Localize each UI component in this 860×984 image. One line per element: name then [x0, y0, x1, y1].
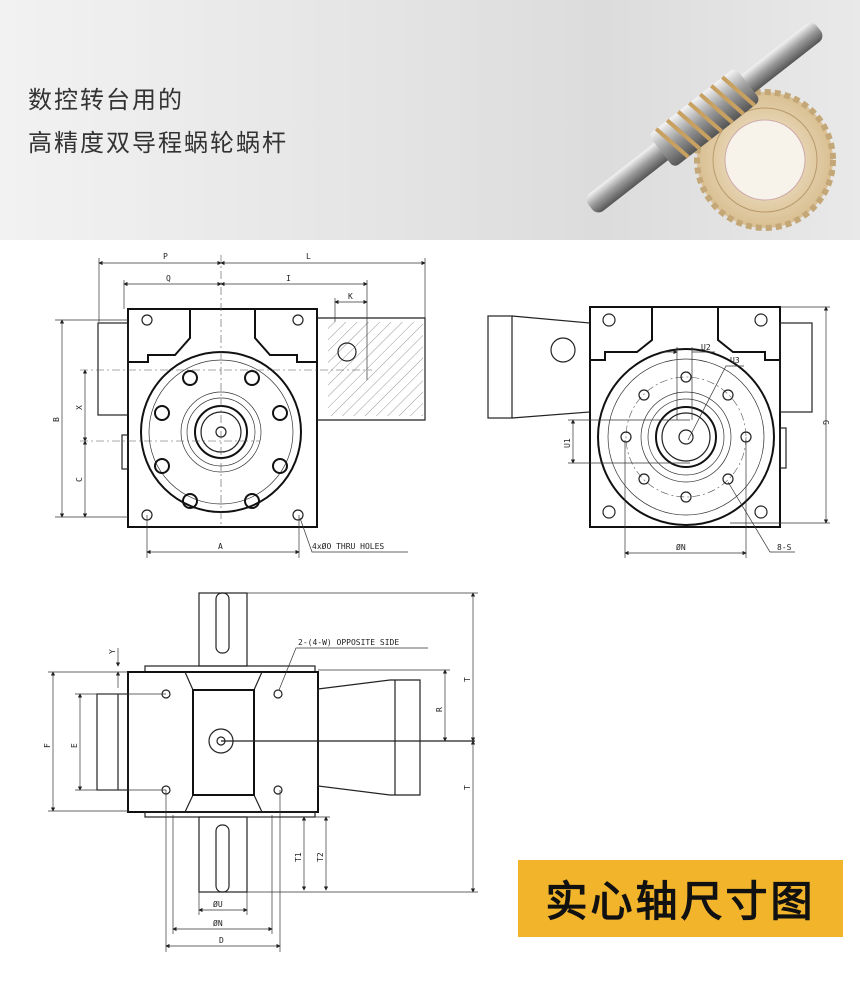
dim-label-r: R: [435, 707, 444, 712]
worm-shaft: [586, 23, 823, 213]
dim-label-i: I: [286, 274, 291, 283]
dim-label-a: A: [218, 542, 223, 551]
dim-label-u: ØU: [213, 899, 223, 909]
thru-holes-note: 4xØO THRU HOLES: [312, 541, 384, 551]
dim-label-u3: U3: [730, 356, 740, 365]
side-view: G U1 U2 U3 ØN 8-S: [487, 306, 830, 558]
dim-label-g: G: [821, 420, 830, 425]
dim-label-t-upper: T: [463, 677, 472, 682]
bolt-circle: [154, 370, 288, 509]
worm-wheel: [694, 89, 836, 231]
bolt-holes: [620, 371, 752, 503]
worm-gear-illustration: [586, 23, 836, 231]
dim-label-u2: U2: [701, 343, 711, 352]
mount-holes: [141, 314, 304, 521]
dim-label-b: B: [52, 417, 61, 422]
front-view: P L Q I K B X C A 4xØO THRU HOLES: [52, 252, 426, 558]
banner-label: 实心轴尺寸图: [545, 877, 816, 926]
solid-shaft-dimension-banner: 实心轴尺寸图: [518, 860, 843, 937]
dim-label-k: K: [348, 292, 353, 301]
dim-label-x: X: [75, 405, 84, 410]
mount-holes: [602, 313, 768, 519]
dim-label-n: ØN: [676, 542, 686, 552]
dim-label-n: ØN: [213, 918, 223, 928]
dim-label-t1: T1: [294, 852, 303, 862]
top-view: Y F E R T T T1 T2 ØU ØN D 2-(4-W) OPPOSI…: [43, 592, 478, 952]
dim-label-s: 8-S: [777, 543, 792, 552]
dim-label-p: P: [163, 252, 168, 261]
dim-label-q: Q: [166, 274, 171, 283]
dim-label-u1: U1: [563, 438, 572, 448]
dim-label-t2: T2: [316, 852, 325, 862]
dim-label-f: F: [43, 743, 52, 748]
title-line-2: 高精度双导程蜗轮蜗杆: [28, 129, 288, 157]
dim-label-e: E: [70, 743, 79, 748]
w-holes: [161, 689, 283, 795]
dim-label-t-lower: T: [463, 785, 472, 790]
dim-label-l: L: [306, 252, 311, 261]
title-line-1: 数控转台用的: [28, 86, 184, 114]
opposite-side-note: 2-(4-W) OPPOSITE SIDE: [298, 638, 399, 647]
dim-label-c: C: [75, 477, 84, 482]
dim-label-d: D: [219, 936, 224, 945]
dim-label-y: Y: [108, 649, 117, 654]
